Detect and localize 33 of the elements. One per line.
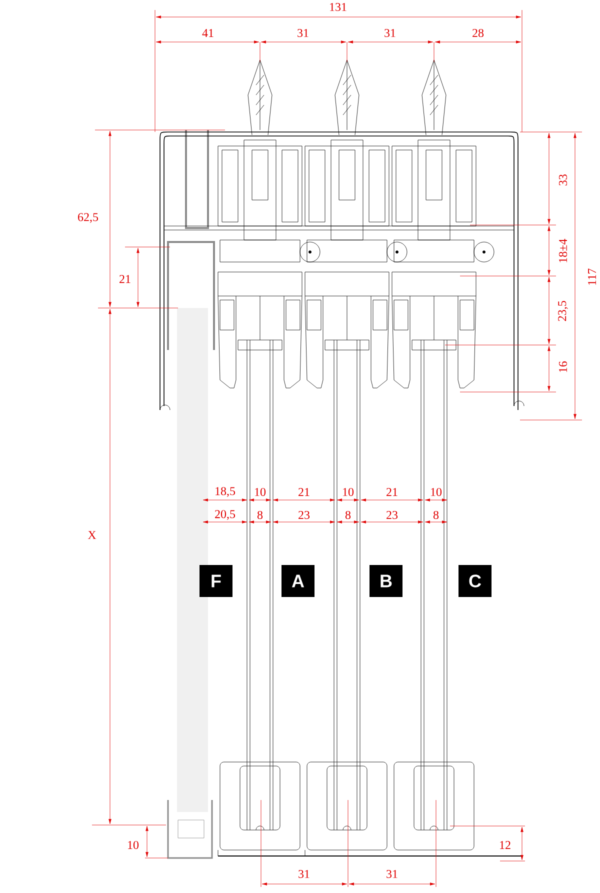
dimension-label: 131	[330, 2, 346, 12]
dimension-label: 8	[433, 510, 439, 520]
door-letter-box: B	[370, 565, 402, 597]
dimension-label: 41	[202, 29, 214, 37]
dimension-label: 10	[128, 840, 139, 850]
dimension-label: 117	[588, 268, 596, 285]
dimension-label: 31	[386, 870, 398, 878]
dimension-label: 28	[472, 28, 484, 38]
dimension-label: 23	[386, 510, 398, 520]
dimension-label: 16	[558, 361, 568, 372]
dimension-label: 8	[345, 510, 351, 520]
dimension-label: 33	[558, 174, 568, 186]
dimension-label: 23	[298, 510, 310, 520]
dimension-label: 20,5	[215, 510, 236, 520]
dimension-label: 12	[500, 841, 510, 849]
dimension-label: 62,5	[78, 213, 98, 223]
dimension-label: 10	[431, 488, 442, 496]
door-letter-box: A	[282, 565, 314, 597]
dimension-label: 10	[343, 488, 354, 496]
door-letter-box: C	[458, 565, 492, 597]
dimension-label: 23,5	[558, 300, 568, 321]
dimension-label: 21	[298, 488, 310, 496]
dimension-label: 31	[298, 870, 310, 878]
dimension-label: 31	[298, 28, 308, 38]
door-letter-box: F	[200, 565, 232, 597]
dimension-label: 10	[255, 488, 266, 496]
dimension-label: 31	[384, 28, 396, 38]
dimension-label: 18,5	[216, 487, 236, 497]
dimension-label: X	[88, 531, 96, 539]
dimension-label: 8	[257, 510, 263, 520]
dimension-label: 21	[386, 488, 398, 496]
dimension-label: 21	[120, 275, 130, 283]
dimension-label: 18±4	[558, 238, 568, 262]
